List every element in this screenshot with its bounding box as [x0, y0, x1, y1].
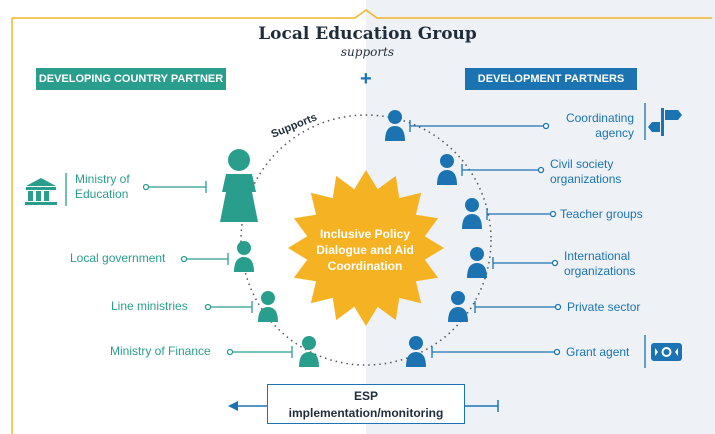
diagram-title: Local Education Group: [258, 24, 477, 44]
esp-arrow: [228, 400, 499, 412]
money-icon: [651, 343, 682, 361]
label-ministry-of-finance: Ministry of Finance: [110, 344, 211, 358]
label-private-sector: Private sector: [567, 300, 641, 314]
ministry-education-person-icon: [220, 149, 258, 222]
private-sector-person-icon: [448, 291, 468, 322]
plus-sign: +: [360, 68, 372, 90]
international-orgs-person-icon: [467, 247, 487, 278]
left-person-icons: [234, 241, 319, 367]
label-ministry-of-education: Ministry of Education: [75, 172, 130, 201]
label-local-government: Local government: [70, 251, 166, 265]
local-government-person-icon: [234, 241, 254, 272]
label-international-organizations: International organizations: [564, 249, 636, 278]
coordinating-agency-person-icon: [385, 110, 405, 141]
right-person-icons: [385, 110, 487, 367]
teacher-groups-person-icon: [462, 198, 482, 229]
label-line-ministries: Line ministries: [111, 299, 188, 313]
center-label: Inclusive Policy Dialogue and Aid Coordi…: [316, 227, 414, 273]
development-partners-banner: DEVELOPMENT PARTNERS: [465, 68, 637, 90]
line-ministries-person-icon: [258, 291, 278, 322]
ministry-finance-person-icon: [299, 336, 319, 367]
label-civil-society: Civil society organizations: [550, 157, 622, 186]
supports-ring: [240, 114, 492, 366]
civil-society-person-icon: [437, 154, 457, 185]
esp-box: ESP implementation/monitoring: [267, 384, 465, 424]
label-grant-agent: Grant agent: [566, 345, 630, 359]
sun-icon: [288, 170, 444, 326]
signpost-icon: [648, 108, 682, 136]
label-teacher-groups: Teacher groups: [560, 207, 643, 221]
grant-agent-person-icon: [406, 336, 426, 367]
diagram-subtitle: supports: [340, 45, 395, 59]
left-connectors: [142, 181, 293, 358]
developing-country-partner-banner: DEVELOPING COUNTRY PARTNER: [36, 68, 226, 90]
right-connectors: [409, 120, 562, 358]
top-frame-line: [12, 9, 712, 19]
label-coordinating-agency: Coordinating agency: [565, 111, 634, 140]
bank-icon: [25, 178, 57, 205]
